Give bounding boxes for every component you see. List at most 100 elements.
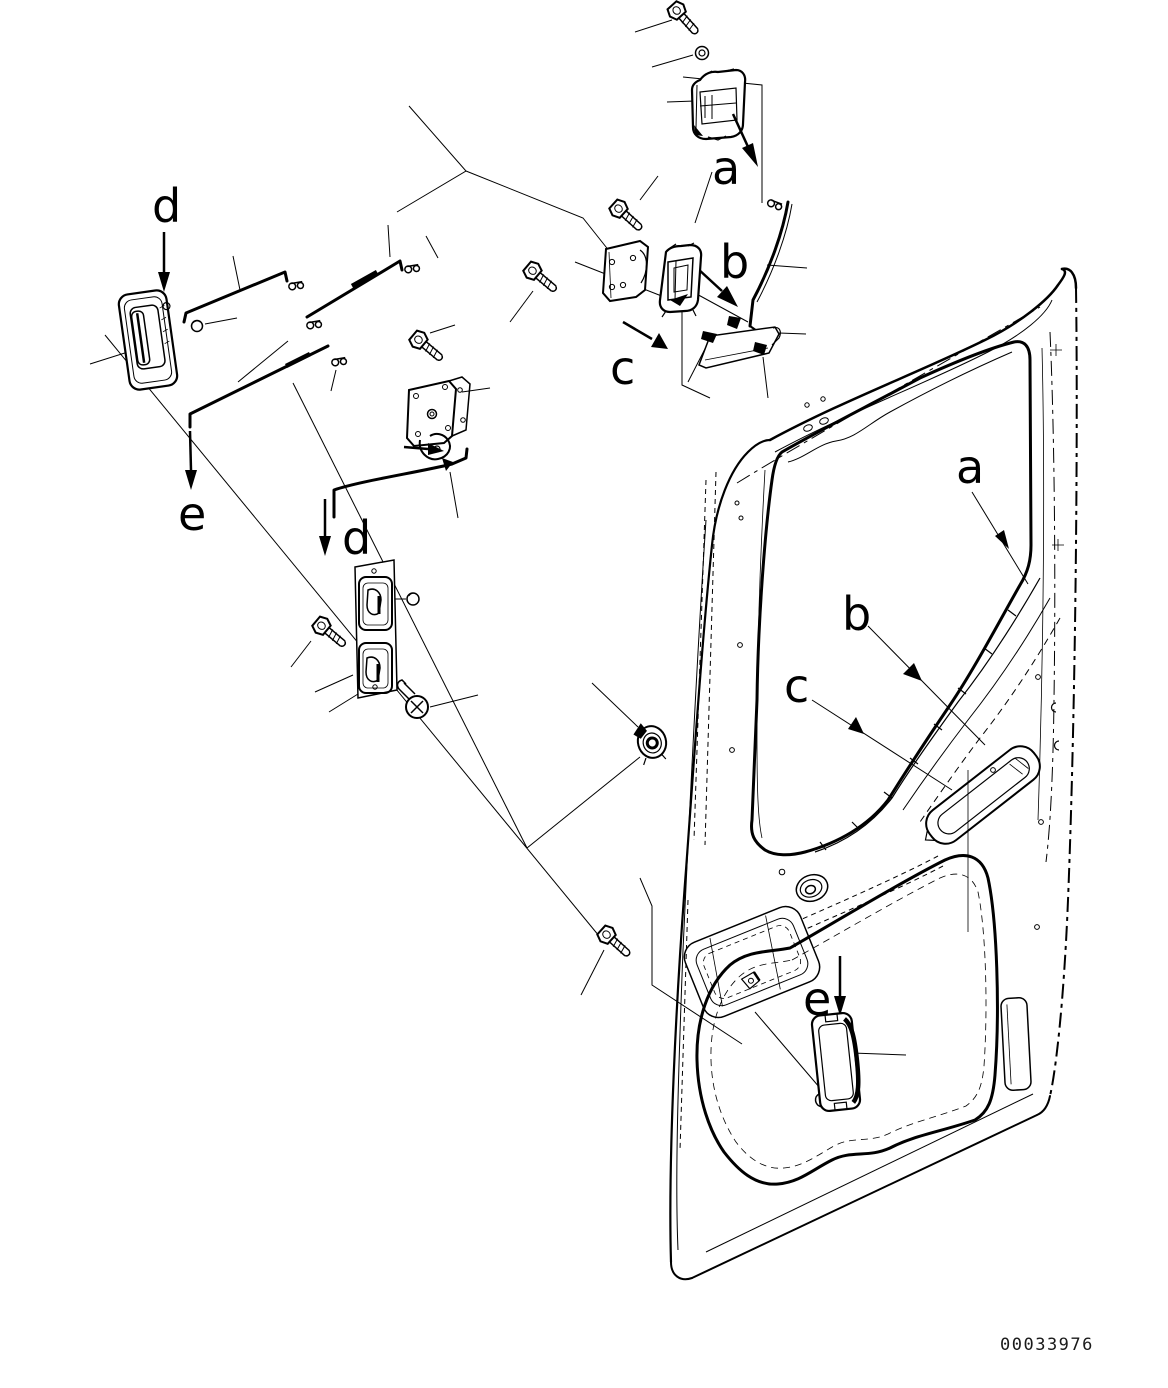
pillar-dashed-1 xyxy=(693,479,707,841)
leader-plate2a xyxy=(314,674,354,693)
lock-claw xyxy=(418,432,451,461)
top-latch-cluster: a xyxy=(666,0,758,195)
spring-clip-marks xyxy=(1050,702,1060,751)
tear-line-upper xyxy=(396,105,467,213)
leader-bent-rod xyxy=(449,471,459,519)
inner-pocket-outer xyxy=(683,905,821,1019)
leader-nut xyxy=(204,317,238,325)
alignment-ticks xyxy=(1050,344,1064,551)
leader-bolt2 xyxy=(509,290,534,323)
cylinder-feet xyxy=(643,753,667,766)
arrowhead-e-door xyxy=(834,996,846,1016)
leader-washer xyxy=(651,54,694,68)
pin-4 xyxy=(753,342,767,355)
callout-e-left-text: e xyxy=(178,487,206,541)
plane-line-top xyxy=(465,170,611,253)
pillar-dashed-3 xyxy=(679,899,689,1151)
inner-pocket-mid xyxy=(695,917,809,1007)
callout-c-door: c xyxy=(784,659,809,713)
leader-bolt4 xyxy=(290,640,312,668)
housing-detail xyxy=(673,260,689,301)
callout-e-left: e xyxy=(178,430,206,541)
plate-hook xyxy=(771,327,781,346)
callout-b-door: b xyxy=(842,587,871,641)
door-top-right-corner xyxy=(1060,267,1078,290)
leader-lock xyxy=(461,387,491,393)
construction-lines xyxy=(89,19,907,1089)
cover-outer xyxy=(810,1011,862,1113)
cab-door-panel: a b c e xyxy=(669,267,1078,1281)
snap-clip-x xyxy=(306,319,323,330)
handle-bezel-2 xyxy=(123,296,173,384)
handle-nut xyxy=(190,319,204,333)
belt-dash-lower-1 xyxy=(799,855,939,921)
cover-inner xyxy=(818,1022,854,1102)
callout-b-exploded: b xyxy=(696,235,749,307)
leader-rod2 xyxy=(387,224,391,258)
outside-door-handle xyxy=(117,289,179,391)
callout-d-lower-text: d xyxy=(342,511,371,565)
callout-b-top: b xyxy=(720,235,749,289)
lock-flange xyxy=(448,376,471,437)
door-callout-b: b xyxy=(842,587,986,746)
leader-bolt3 xyxy=(429,324,456,334)
screw-shank xyxy=(396,679,416,700)
callout-d-lower: d xyxy=(319,499,371,565)
cup-1-inner xyxy=(362,582,389,626)
rod-2-turnbuckle xyxy=(350,270,379,288)
pocket-inner xyxy=(937,757,1030,835)
rod-3-turnbuckle xyxy=(284,351,312,369)
b-rod-pin xyxy=(727,316,741,329)
callout-a-exploded: a xyxy=(712,113,758,195)
door-callout-c: c xyxy=(784,659,953,791)
leader-top-bolt xyxy=(634,19,673,33)
figure-number: 00033976 xyxy=(1000,1335,1094,1355)
snap-clip-5 xyxy=(331,356,348,367)
release-plate xyxy=(698,326,781,369)
control-rod-3 xyxy=(188,344,330,429)
arrowhead-e1 xyxy=(185,470,197,490)
housing-dark xyxy=(670,294,688,306)
arrowhead-a-door xyxy=(995,530,1009,549)
leader-clip5 xyxy=(330,369,337,392)
leader-clip2 xyxy=(425,235,439,259)
cover-hook xyxy=(814,1093,822,1108)
callout-a-door: a xyxy=(956,440,984,494)
door-hem-top xyxy=(774,299,1053,453)
inner-pocket-crease1 xyxy=(709,937,723,1007)
b-rod xyxy=(748,200,790,328)
handle-opening xyxy=(129,304,166,370)
door-grab-pocket xyxy=(924,745,1041,845)
latch-tabs xyxy=(705,68,735,141)
arrowhead-d1 xyxy=(158,272,170,292)
leader-cross xyxy=(237,340,289,383)
pillar-dashed-2 xyxy=(704,471,717,846)
door-lock-assembly xyxy=(405,376,471,471)
lock-arrow xyxy=(403,443,444,455)
cup-1 xyxy=(358,576,393,631)
control-rod-1 xyxy=(182,270,289,324)
door-right-edge xyxy=(1049,287,1078,1097)
door-hem-bottom xyxy=(705,1093,1034,1253)
door-left-edge xyxy=(669,438,772,1264)
hex-bolt-6 xyxy=(596,924,631,957)
callout-a-top: a xyxy=(712,141,740,195)
leader-rod1 xyxy=(232,255,241,291)
arrowhead-b-door xyxy=(903,663,922,681)
cylinder-mid xyxy=(642,732,662,754)
striker-cluster: c xyxy=(522,198,781,395)
callout-d-left: d xyxy=(152,179,181,292)
door-holes xyxy=(729,396,1044,930)
leader-striker xyxy=(694,171,713,224)
arrow-b-shaft xyxy=(696,267,723,292)
pocket-latch-detail xyxy=(740,971,761,990)
leader-bolt5 xyxy=(429,694,479,708)
leader-pocket xyxy=(754,1011,821,1089)
arrowhead-d2 xyxy=(319,536,331,556)
arrowhead-a xyxy=(742,143,758,167)
seal-phantom-right xyxy=(1045,331,1056,863)
leader-plate2b xyxy=(328,693,359,713)
leader-lock-cylinder-lower xyxy=(526,756,641,849)
lock-arrowhead xyxy=(428,443,444,455)
inside-handle-cover xyxy=(810,1011,862,1113)
